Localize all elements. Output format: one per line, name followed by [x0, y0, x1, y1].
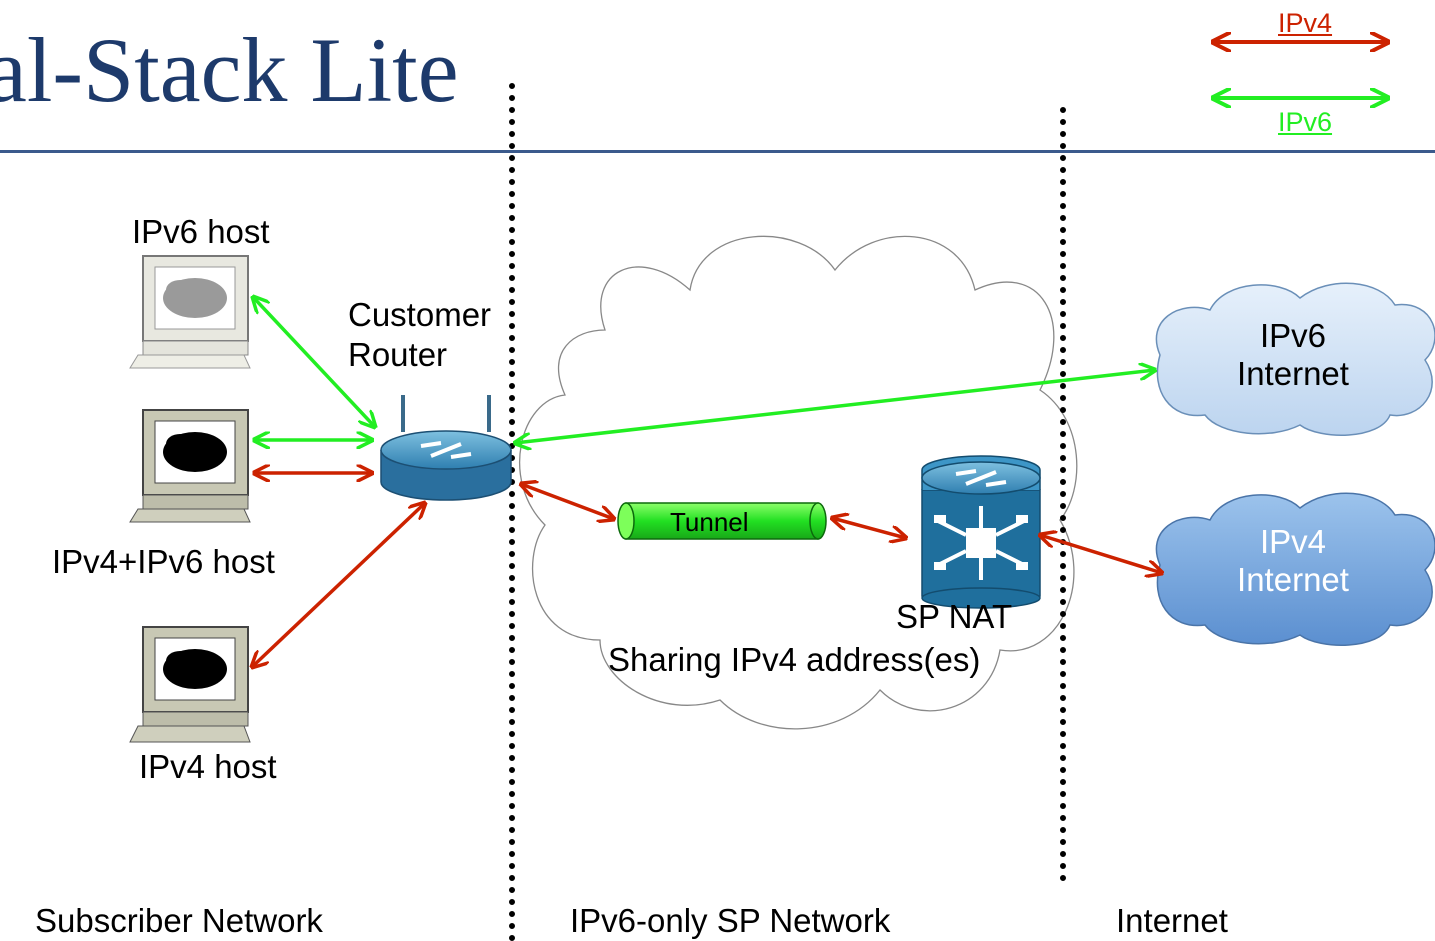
- link-ipv6host-router: [253, 297, 375, 427]
- sp-nat-label: SP NAT: [896, 598, 1013, 635]
- sp-network-cloud: [519, 235, 1078, 730]
- ipv6-internet-cloud: [1155, 282, 1435, 436]
- slide-title: ual-Stack Lite: [0, 19, 459, 121]
- customer-router-label-1: Customer: [348, 296, 492, 333]
- sp-nat-sharing-label: Sharing IPv4 address(es): [608, 641, 981, 678]
- link-spnat-ipv4-internet: [1040, 535, 1162, 573]
- sp-nat-icon[interactable]: [921, 455, 1041, 609]
- tunnel-tube[interactable]: [617, 502, 827, 540]
- link-router-ipv6-internet: [515, 370, 1155, 443]
- ipv4-internet-label: IPv4 Internet: [1218, 523, 1368, 599]
- ipv6-host-computer[interactable]: [129, 255, 251, 369]
- dual-host-label: IPv4+IPv6 host: [52, 543, 275, 580]
- ipv4-host-label: IPv4 host: [139, 748, 277, 785]
- title-rule: [0, 150, 1435, 153]
- ipv6-internet-line1: IPv6: [1259, 317, 1327, 354]
- customer-router-icon[interactable]: [380, 395, 512, 501]
- zone-sp-label: IPv6-only SP Network: [570, 902, 891, 939]
- ipv4-host-computer[interactable]: [129, 626, 251, 743]
- ipv4-internet-line1: IPv4: [1259, 523, 1327, 560]
- tunnel-label: Tunnel: [670, 507, 749, 537]
- link-ipv4host-router: [252, 503, 425, 667]
- ipv6-host-label: IPv6 host: [132, 213, 270, 250]
- legend-ipv6-label: IPv6: [1278, 107, 1333, 137]
- ipv4-internet-line2: Internet: [1237, 561, 1349, 598]
- customer-router-label-2: Router: [348, 336, 448, 373]
- zone-subscriber-label: Subscriber Network: [35, 902, 323, 939]
- link-router-tunnel: [521, 484, 614, 519]
- ipv4-internet-cloud: [1155, 492, 1435, 646]
- ipv6-internet-label: IPv6 Internet: [1218, 317, 1368, 393]
- zone-internet-label: Internet: [1116, 902, 1228, 939]
- link-tunnel-spnat: [832, 518, 906, 538]
- legend-ipv4-label: IPv4: [1278, 8, 1333, 38]
- ipv6-internet-line2: Internet: [1237, 355, 1349, 392]
- dual-host-computer[interactable]: [129, 409, 251, 523]
